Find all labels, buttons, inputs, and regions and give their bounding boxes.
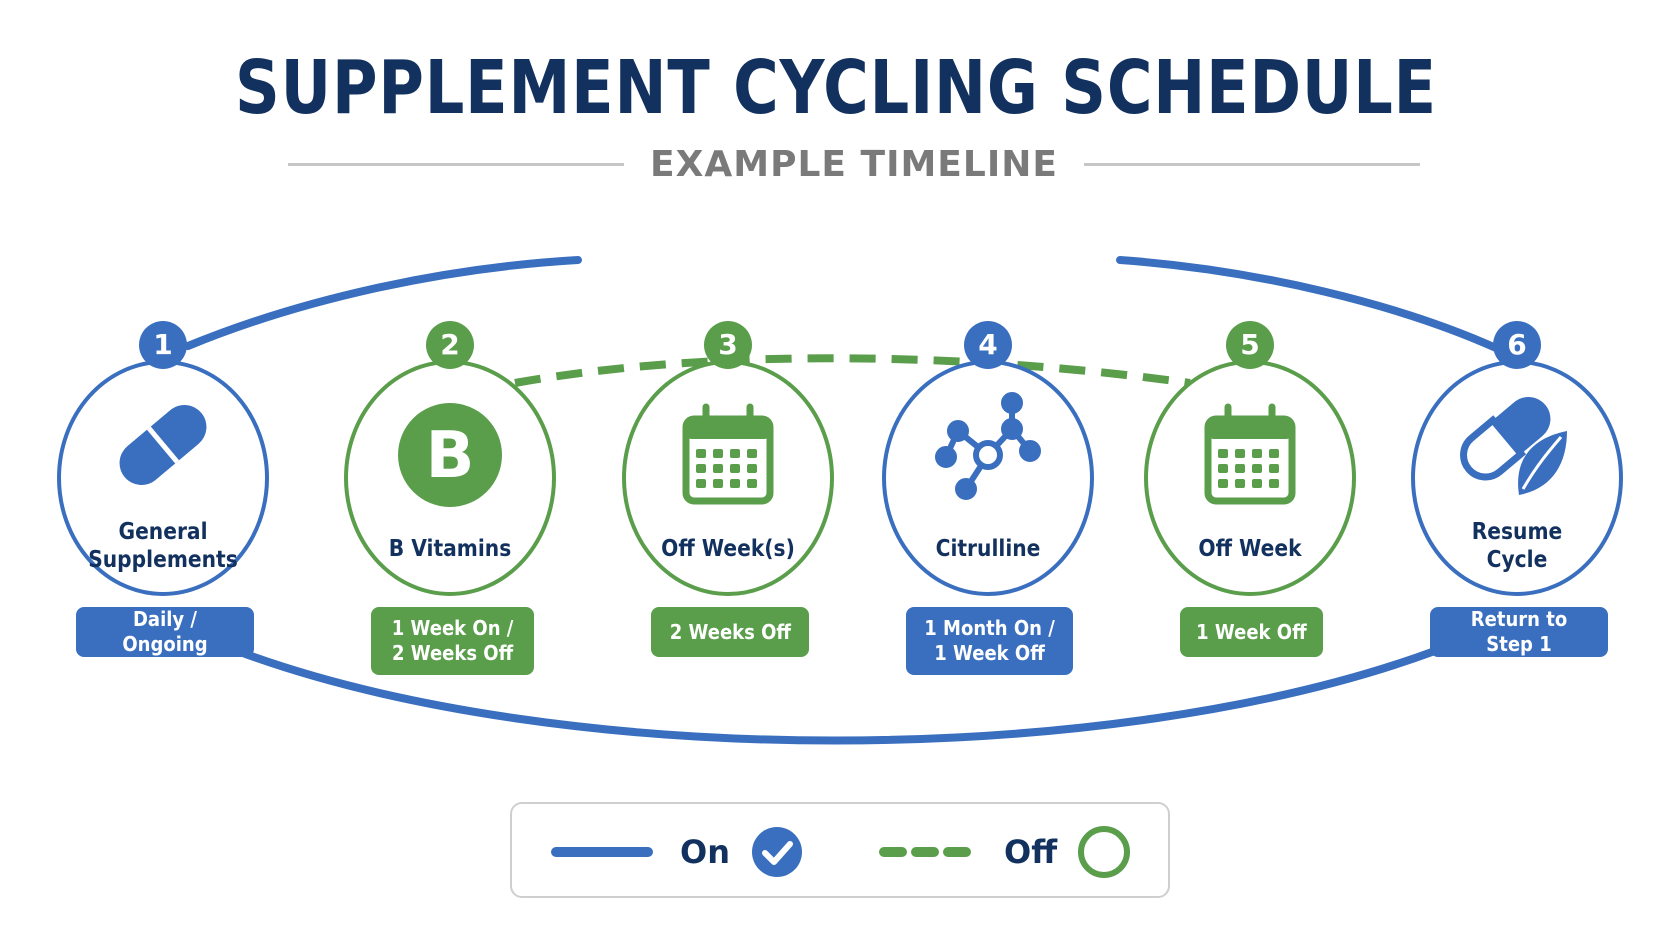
step-duration-text: Return to Step 1 xyxy=(1446,607,1592,657)
step-duration-line: 1 Week Off xyxy=(1196,619,1307,644)
step-number-badge xyxy=(704,321,752,369)
step-label-line: B Vitamins xyxy=(388,536,512,562)
step-2: B xyxy=(344,321,556,596)
step-1 xyxy=(57,321,269,596)
b-vitamin-icon: B xyxy=(398,403,502,507)
capsule-icon xyxy=(119,405,207,485)
step-duration-pill: Return to Step 1 xyxy=(1430,607,1608,657)
step-number-badge xyxy=(964,321,1012,369)
capsule-leaf-icon xyxy=(1460,397,1567,495)
step-duration-pill: 1 Week Off xyxy=(1180,607,1323,657)
step-number: 2 xyxy=(440,328,460,361)
step-duration-pill: 1 Week On /2 Weeks Off xyxy=(371,607,534,675)
step-label-line: General xyxy=(118,519,208,545)
step-6 xyxy=(1411,321,1623,596)
step-duration-line: 1 Week On / xyxy=(391,616,514,640)
legend-on-label: On xyxy=(680,833,730,871)
step-duration-line: 1 Month On / xyxy=(924,616,1055,640)
off-dashed-arc xyxy=(514,354,1191,387)
step-label: B Vitamins xyxy=(366,535,533,563)
step-4 xyxy=(882,321,1094,596)
step-duration-pill: Daily / Ongoing xyxy=(76,607,254,657)
step-number-badge xyxy=(139,321,187,369)
step-duration-text: 1 Month On /1 Week Off xyxy=(924,616,1055,666)
svg-text:B: B xyxy=(426,419,475,493)
bottom-return-arc xyxy=(236,648,1436,745)
step-5 xyxy=(1144,321,1356,596)
step-number: 5 xyxy=(1240,328,1260,361)
legend-graphics xyxy=(551,826,1130,878)
top-arc-right xyxy=(1116,256,1500,352)
molecule-icon xyxy=(935,392,1041,500)
step-duration-text: Daily / Ongoing xyxy=(92,607,238,657)
page-title: SUPPLEMENT CYCLING SCHEDULE xyxy=(235,45,1437,131)
step-number: 1 xyxy=(153,328,173,361)
step-duration-pill: 2 Weeks Off xyxy=(651,607,809,657)
step-duration-pill: 1 Month On /1 Week Off xyxy=(906,607,1073,675)
step-label: Off Week(s) xyxy=(644,535,811,563)
step-label: Off Week xyxy=(1166,535,1333,563)
calendar-icon xyxy=(1204,403,1296,505)
check-circle-icon xyxy=(752,827,802,877)
legend-off-label: Off xyxy=(1004,833,1058,871)
step-label-line: Off Week xyxy=(1198,536,1302,562)
step-duration-line: Daily / Ongoing xyxy=(122,607,208,656)
subtitle-rule-right xyxy=(1083,162,1420,166)
step-duration-line: Return to Step 1 xyxy=(1470,607,1568,656)
top-arc-left xyxy=(184,256,582,350)
step-label: Citrulline xyxy=(904,535,1071,563)
step-duration-text: 2 Weeks Off xyxy=(669,620,790,645)
step-duration-text: 1 Week Off xyxy=(1196,620,1307,645)
step-label-line: Citrulline xyxy=(935,536,1041,562)
step-duration-line: 2 Weeks Off xyxy=(391,641,514,665)
step-number-badge xyxy=(426,321,474,369)
subtitle-rule-left xyxy=(288,162,625,166)
step-label-line: Supplements xyxy=(88,547,238,573)
step-duration-line: 2 Weeks Off xyxy=(669,619,791,644)
step-3 xyxy=(622,321,834,596)
step-number: 4 xyxy=(978,328,998,361)
empty-circle-icon xyxy=(1078,826,1130,878)
step-label-line: Off Week(s) xyxy=(661,536,795,562)
step-number: 6 xyxy=(1507,328,1527,361)
step-duration-text: 1 Week On /2 Weeks Off xyxy=(392,616,514,666)
step-label-line: Cycle xyxy=(1486,547,1548,573)
calendar-icon xyxy=(682,403,774,505)
step-number: 3 xyxy=(718,328,738,361)
step-duration-line: 1 Week Off xyxy=(934,641,1045,665)
subtitle-row: EXAMPLE TIMELINE xyxy=(288,142,1420,186)
subtitle: EXAMPLE TIMELINE xyxy=(650,143,1058,185)
step-number-badge xyxy=(1226,321,1274,369)
step-label-line: Resume xyxy=(1471,519,1563,545)
step-number-badge xyxy=(1493,321,1541,369)
legend: On Off xyxy=(510,802,1170,898)
